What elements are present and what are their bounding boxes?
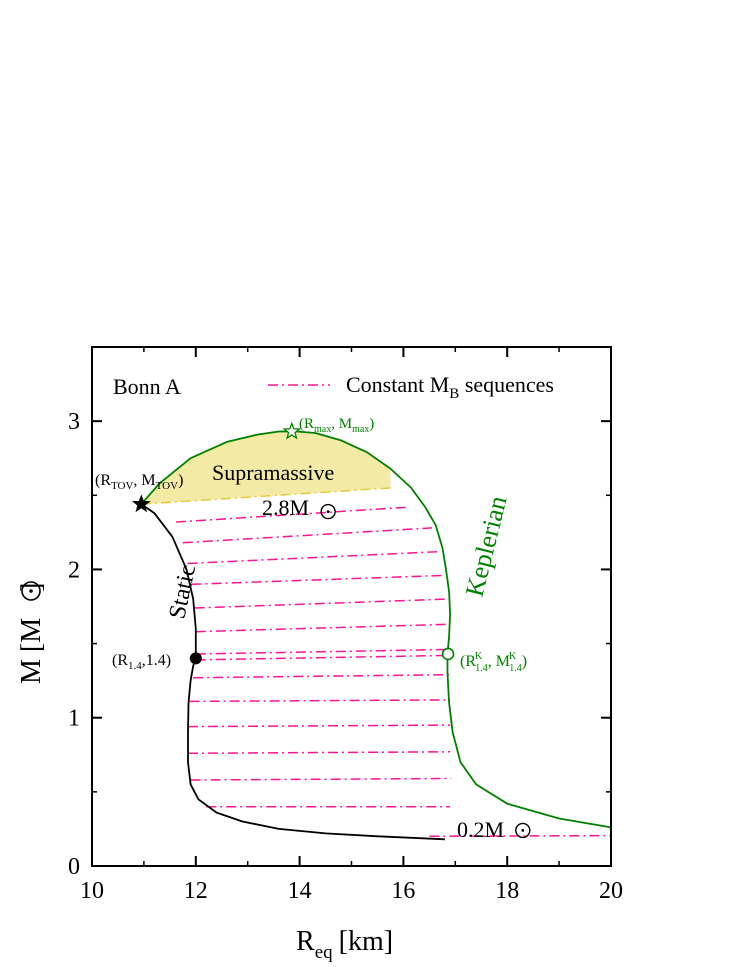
keplerian-label: Keplerian <box>460 493 513 599</box>
y-tick-label: 0 <box>68 854 80 880</box>
constant-mb-sequence-5 <box>189 699 451 703</box>
constant-mb-sequence-14 <box>176 506 410 523</box>
sun-symbol <box>21 581 41 601</box>
y-tick-label: 3 <box>68 409 80 435</box>
supramassive-region <box>141 431 391 505</box>
y-axis-label: M [M] <box>16 581 47 684</box>
supramassive-lower-border <box>141 487 391 505</box>
series-keplerian <box>140 430 612 829</box>
constant-mb-sequence-11 <box>191 574 444 586</box>
sun-symbol <box>515 822 531 839</box>
constant-mb-sequence-12 <box>187 550 440 565</box>
sun-symbol-dot <box>29 589 33 593</box>
annotation-2.8: 2.8M <box>262 495 309 520</box>
x-tick-label: 18 <box>495 878 519 904</box>
max-label: (Rmax, Mmax) <box>299 416 374 435</box>
constant-mb-sequence-10 <box>194 598 447 609</box>
sun-symbol-dot <box>521 829 525 832</box>
series-static <box>140 503 445 841</box>
panel-label: Bonn A <box>113 374 181 399</box>
max-marker <box>282 421 302 440</box>
legend: Constant MB sequences <box>268 372 554 402</box>
r14-marker <box>189 652 202 665</box>
constant-mb-sequence-6 <box>193 673 450 679</box>
svg-text:M [M]: M [M] <box>16 583 47 684</box>
x-tick-label: 12 <box>184 878 208 904</box>
curves-layer <box>140 430 612 841</box>
x-tick-label: 16 <box>391 878 415 904</box>
y-tick-label: 2 <box>68 557 80 583</box>
markers-layer <box>131 421 531 839</box>
constant-mb-sequence-9 <box>195 623 448 633</box>
constant-mb-sequence-8 <box>195 648 449 655</box>
sun-symbol-dot <box>326 510 330 513</box>
r14-label: (R1.4,1.4) <box>112 652 171 672</box>
constant-mb-sequence-7 <box>195 654 449 661</box>
annotation-0.2: 0.2M <box>457 817 504 842</box>
constant-mb-sequence-2 <box>190 777 452 781</box>
constant-mb-layer <box>176 506 612 838</box>
sun-symbol <box>320 503 336 520</box>
y-tick-label: 1 <box>68 706 80 732</box>
tov-label: (RTOV, MTOV) <box>95 472 183 492</box>
x-axis-label: Req[km] <box>296 926 393 963</box>
x-tick-label: 14 <box>288 878 312 904</box>
legend-text: Constant MB sequences <box>346 372 554 402</box>
static-label: Static <box>164 562 201 621</box>
constant-mb-sequence-13 <box>182 527 432 544</box>
x-tick-label: 10 <box>80 878 104 904</box>
constant-mb-sequence-4 <box>187 724 451 728</box>
supramassive-label: Supramassive <box>212 460 334 485</box>
x-tick-label: 20 <box>599 878 623 904</box>
r14k-marker <box>441 647 455 661</box>
tov-marker <box>131 494 151 513</box>
constant-mb-sequence-3 <box>187 751 451 755</box>
